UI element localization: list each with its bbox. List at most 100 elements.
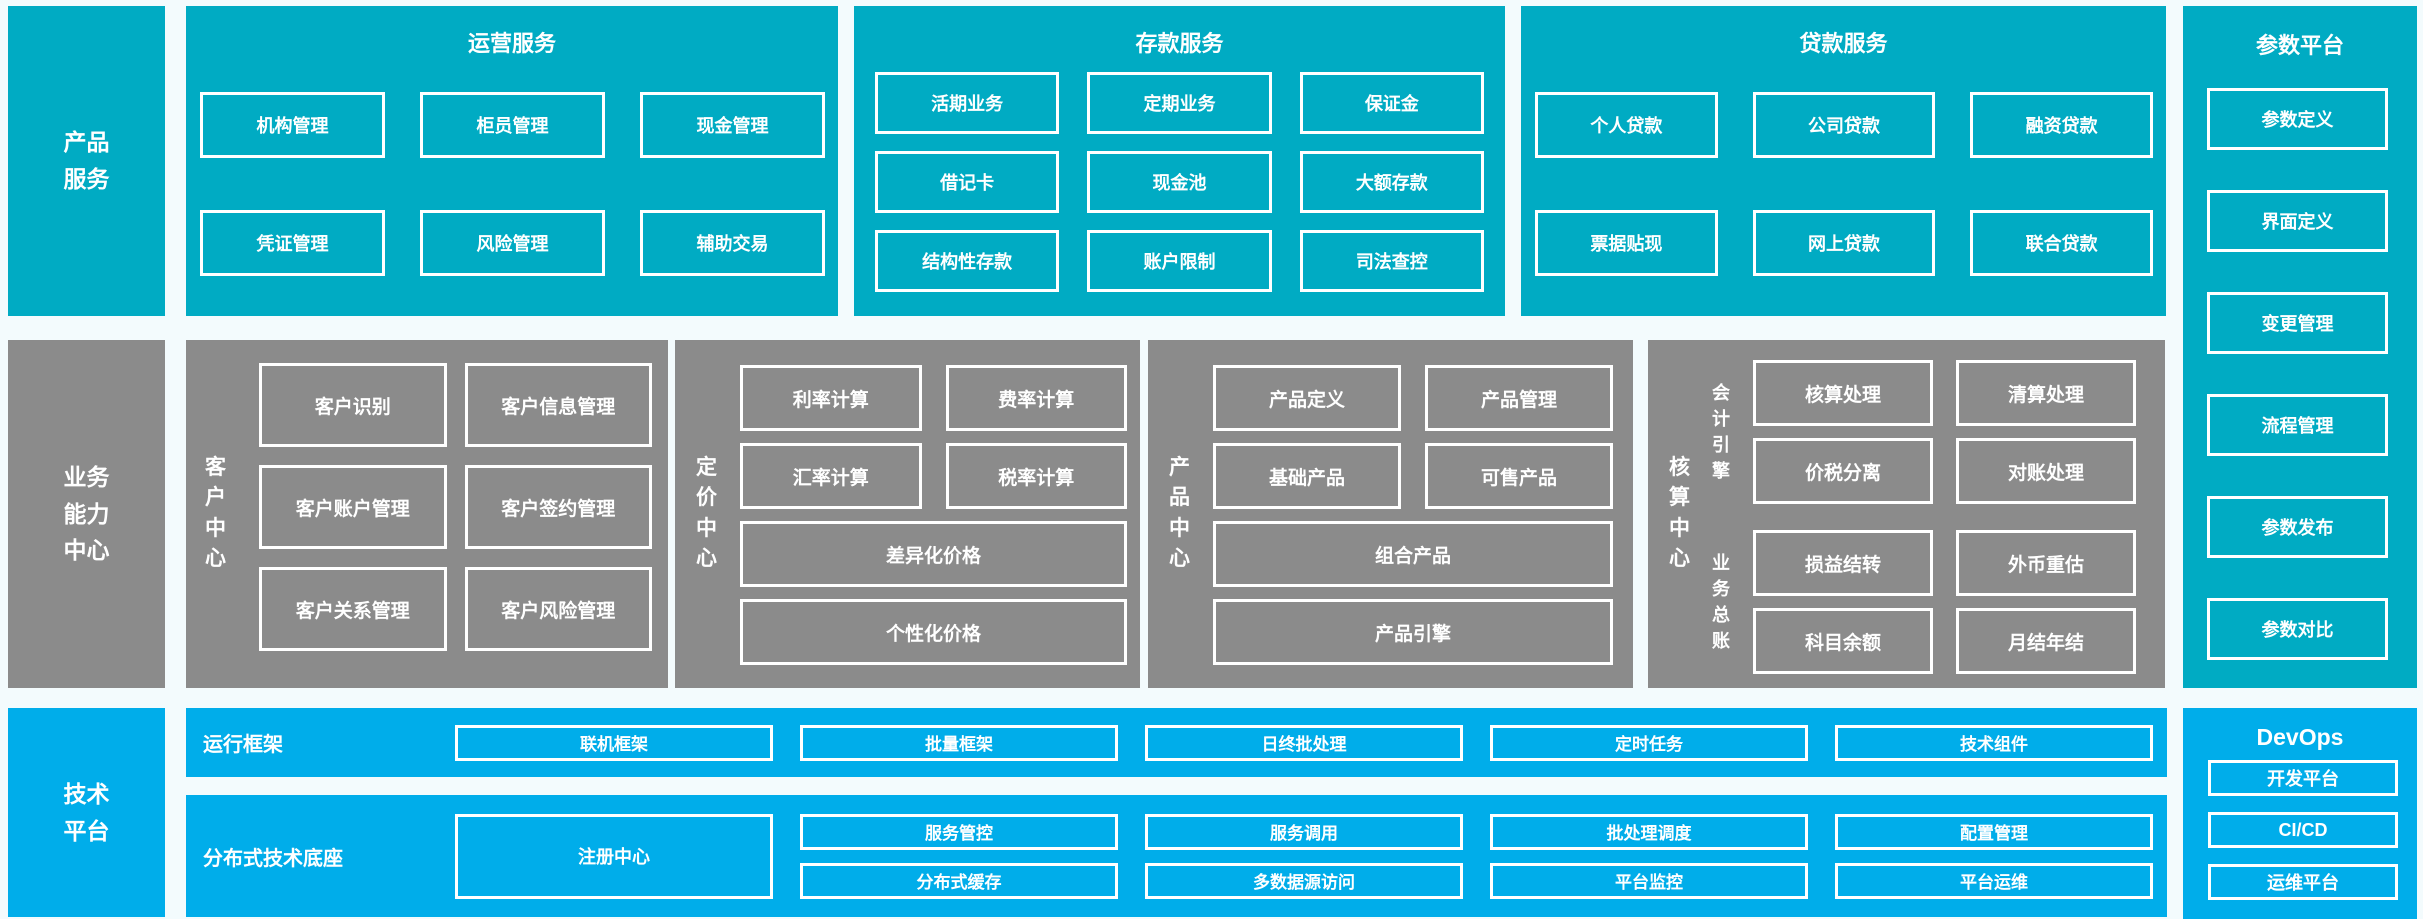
module-box: 客户签约管理 [464, 465, 652, 549]
module-box: 个人贷款 [1535, 92, 1718, 158]
panel-title: 参数平台 [2255, 33, 2344, 58]
module-box: 产品定义 [1213, 365, 1401, 431]
module-grid: 客户识别 客户信息管理 客户账户管理 客户签约管理 客户关系管理 客户风险管理 [259, 363, 652, 651]
sidebar-label: 产品服务 [63, 129, 110, 192]
module-box: 分布式缓存 [800, 862, 1118, 899]
module-stack: 开发平台 CI/CD 运维平台 [2208, 760, 2398, 900]
module-box: 日终批处理 [1145, 724, 1463, 761]
module-box: 服务调用 [1145, 813, 1463, 850]
module-grid: 利率计算 费率计算 汇率计算 税率计算 差异化价格 个性化价格 [740, 365, 1127, 665]
devops-panel: DevOps 开发平台 CI/CD 运维平台 [2183, 708, 2417, 919]
module-box: 参数对比 [2207, 598, 2388, 660]
customer-center-panel: 客户中心 客户识别 客户信息管理 客户账户管理 客户签约管理 客户关系管理 客户… [186, 340, 668, 688]
module-box: 司法查控 [1299, 230, 1484, 292]
module-box: 批处理调度 [1490, 813, 1808, 850]
module-box: 产品管理 [1425, 365, 1613, 431]
pricing-center-panel: 定价中心 利率计算 费率计算 汇率计算 税率计算 差异化价格 个性化价格 [675, 340, 1140, 688]
module-box: 流程管理 [2207, 394, 2388, 456]
bar-label: 分布式技术底座 [203, 847, 343, 870]
module-box: 开发平台 [2208, 760, 2398, 796]
module-box: 月结年结 [1956, 608, 2136, 674]
technology-platform-sidebar: 技术平台 [8, 708, 165, 917]
module-box: 配置管理 [1835, 813, 2153, 850]
center-label: 定价中心 [696, 456, 717, 571]
module-grid: 服务管控 服务调用 批处理调度 配置管理 分布式缓存 多数据源访问 平台监控 平… [800, 813, 2153, 899]
center-label: 客户中心 [205, 456, 226, 571]
module-box: 利率计算 [740, 365, 922, 431]
module-box: 保证金 [1299, 72, 1484, 134]
module-box: 风险管理 [420, 210, 605, 276]
module-stack: 参数定义 界面定义 变更管理 流程管理 参数发布 参数对比 [2207, 88, 2388, 660]
registry-center-box: 注册中心 [455, 813, 773, 899]
module-box: 参数定义 [2207, 88, 2388, 150]
module-box: 服务管控 [800, 813, 1118, 850]
module-grid: 损益结转 外币重估 科目余额 月结年结 [1753, 530, 2136, 674]
module-box: 联机框架 [455, 724, 773, 761]
module-box: 可售产品 [1425, 443, 1613, 509]
module-box: 差异化价格 [740, 521, 1127, 587]
module-box: 多数据源访问 [1145, 862, 1463, 899]
panel-title: 运营服务 [467, 31, 556, 56]
operations-services-panel: 运营服务 机构管理 柜员管理 现金管理 凭证管理 风险管理 辅助交易 [186, 6, 838, 316]
sidebar-label: 业务能力中心 [63, 463, 110, 564]
module-box: 平台运维 [1835, 862, 2153, 899]
module-grid: 核算处理 清算处理 价税分离 对账处理 [1753, 360, 2136, 504]
center-label: 产品中心 [1169, 456, 1190, 571]
module-box: 产品引擎 [1213, 599, 1613, 665]
panel-title: DevOps [2256, 724, 2344, 750]
product-services-sidebar: 产品服务 [8, 6, 165, 316]
module-box: 科目余额 [1753, 608, 1933, 674]
module-box: 税率计算 [945, 443, 1127, 509]
accounting-groups: 会计引擎 核算处理 清算处理 价税分离 对账处理 业务总账 损益结转 外币重估 … [1708, 360, 2136, 674]
module-box: 客户关系管理 [259, 567, 447, 651]
module-box: 平台监控 [1490, 862, 1808, 899]
module-box: 现金管理 [640, 92, 825, 158]
module-box: 机构管理 [200, 92, 385, 158]
module-box: 大额存款 [1299, 151, 1484, 213]
module-box: 核算处理 [1753, 360, 1933, 426]
module-box: 客户识别 [259, 363, 447, 447]
module-box: 辅助交易 [640, 210, 825, 276]
module-box: 公司贷款 [1752, 92, 1936, 158]
module-box: 活期业务 [875, 72, 1060, 134]
module-box: 联合贷款 [1970, 210, 2153, 276]
module-box: 现金池 [1087, 151, 1272, 213]
module-box: 客户账户管理 [259, 465, 447, 549]
module-box: 个性化价格 [740, 599, 1127, 665]
module-row: 联机框架 批量框架 日终批处理 定时任务 技术组件 [455, 724, 2153, 761]
center-label: 核算中心 [1669, 456, 1690, 571]
module-box: 损益结转 [1753, 530, 1933, 596]
module-box: 费率计算 [945, 365, 1127, 431]
deposit-services-panel: 存款服务 活期业务 定期业务 保证金 借记卡 现金池 大额存款 结构性存款 账户… [854, 6, 1505, 316]
module-box: 网上贷款 [1752, 210, 1936, 276]
module-box: 组合产品 [1213, 521, 1613, 587]
business-ledger-group: 业务总账 损益结转 外币重估 科目余额 月结年结 [1708, 530, 2136, 674]
module-grid: 产品定义 产品管理 基础产品 可售产品 组合产品 产品引擎 [1213, 365, 1613, 665]
module-box: 账户限制 [1087, 230, 1272, 292]
module-box: 运维平台 [2208, 864, 2398, 900]
module-box: 基础产品 [1213, 443, 1401, 509]
module-box: 参数发布 [2207, 496, 2388, 558]
loan-services-panel: 贷款服务 个人贷款 公司贷款 融资贷款 票据贴现 网上贷款 联合贷款 [1521, 6, 2166, 316]
module-box: CI/CD [2208, 812, 2398, 848]
module-box: 批量框架 [800, 724, 1118, 761]
panel-title: 贷款服务 [1799, 31, 1888, 56]
module-grid: 个人贷款 公司贷款 融资贷款 票据贴现 网上贷款 联合贷款 [1535, 92, 2153, 276]
module-box: 汇率计算 [740, 443, 922, 509]
parameter-platform-panel: 参数平台 参数定义 界面定义 变更管理 流程管理 参数发布 参数对比 [2183, 6, 2417, 688]
accounting-engine-group: 会计引擎 核算处理 清算处理 价税分离 对账处理 [1708, 360, 2136, 504]
module-box: 客户风险管理 [464, 567, 652, 651]
module-grid: 活期业务 定期业务 保证金 借记卡 现金池 大额存款 结构性存款 账户限制 司法… [875, 72, 1484, 292]
module-grid: 机构管理 柜员管理 现金管理 凭证管理 风险管理 辅助交易 [200, 92, 825, 276]
module-box: 柜员管理 [420, 92, 605, 158]
module-box: 技术组件 [1835, 724, 2153, 761]
business-capability-sidebar: 业务能力中心 [8, 340, 165, 688]
module-box: 变更管理 [2207, 292, 2388, 354]
distributed-base-bar: 分布式技术底座 注册中心 服务管控 服务调用 批处理调度 配置管理 分布式缓存 … [186, 795, 2167, 917]
runtime-framework-bar: 运行框架 联机框架 批量框架 日终批处理 定时任务 技术组件 [186, 708, 2167, 777]
module-box: 票据贴现 [1535, 210, 1718, 276]
module-box: 价税分离 [1753, 438, 1933, 504]
panel-title: 存款服务 [1135, 31, 1224, 56]
group-label: 会计引擎 [1712, 382, 1730, 482]
